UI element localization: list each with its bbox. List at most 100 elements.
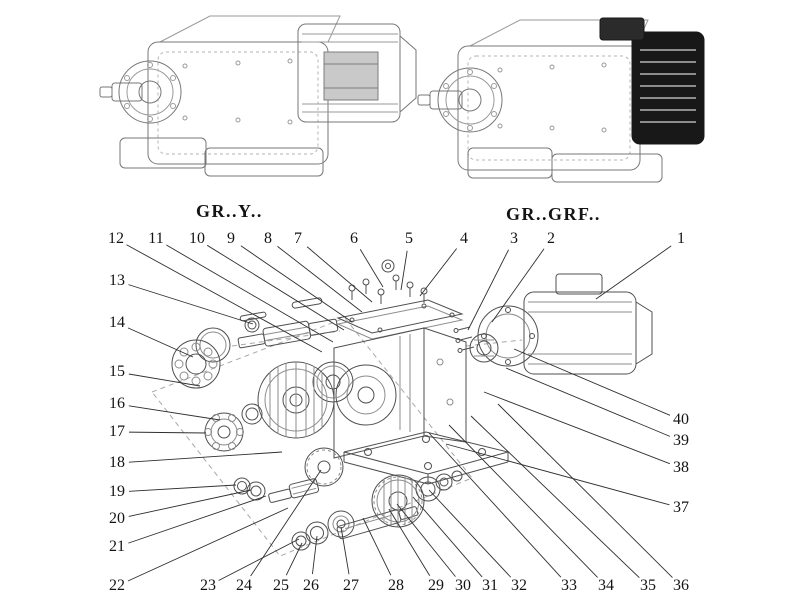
leader-line-26 <box>311 535 318 575</box>
leader-line-15 <box>128 373 201 387</box>
callout-24: 24 <box>234 577 254 594</box>
output-shaft-cluster <box>291 470 463 551</box>
leader-line-31 <box>412 496 483 578</box>
leader-line-12 <box>126 244 323 353</box>
leader-line-17 <box>128 431 207 434</box>
leader-line-3 <box>467 249 509 331</box>
callout-9: 9 <box>225 230 237 247</box>
callout-18: 18 <box>107 454 127 471</box>
leader-line-10 <box>206 244 345 331</box>
callout-21: 21 <box>107 538 127 555</box>
shim-ring <box>244 317 260 333</box>
callout-28: 28 <box>386 577 406 594</box>
callout-23: 23 <box>198 577 218 594</box>
callout-1: 1 <box>675 230 687 247</box>
leader-line-14 <box>127 327 194 358</box>
callout-11: 11 <box>146 230 166 247</box>
cover-bolts <box>348 259 428 304</box>
motor-studs <box>453 326 475 353</box>
fan-cover <box>631 31 705 145</box>
callout-15: 15 <box>107 363 127 380</box>
callout-30: 30 <box>453 577 473 594</box>
leader-line-28 <box>362 517 392 576</box>
variant-label-gr-grf: GR..GRF.. <box>506 204 601 224</box>
leader-line-22 <box>127 507 289 582</box>
callout-14: 14 <box>107 314 127 331</box>
leader-line-30 <box>396 503 456 577</box>
leader-line-8 <box>277 246 363 313</box>
callout-4: 4 <box>458 230 470 247</box>
leader-line-21 <box>128 495 267 544</box>
callout-12: 12 <box>106 230 126 247</box>
bolt-dots <box>182 58 293 125</box>
leader-line-4 <box>419 248 458 297</box>
callout-34: 34 <box>596 577 616 594</box>
cover-plate <box>336 299 464 340</box>
callout-25: 25 <box>271 577 291 594</box>
leader-line-34 <box>448 424 598 578</box>
variant-label-gr-y: GR..Y.. <box>196 201 263 221</box>
leader-line-6 <box>359 249 384 288</box>
callout-32: 32 <box>509 577 529 594</box>
leader-line-7 <box>306 246 373 303</box>
callout-8: 8 <box>262 230 274 247</box>
callout-2: 2 <box>545 230 557 247</box>
pinion-cluster <box>233 447 344 503</box>
callout-5: 5 <box>403 230 415 247</box>
callout-39: 39 <box>671 432 691 449</box>
leader-line-35 <box>470 415 640 579</box>
callout-6: 6 <box>348 230 360 247</box>
callout-35: 35 <box>638 577 658 594</box>
callout-17: 17 <box>107 423 127 440</box>
callout-31: 31 <box>480 577 500 594</box>
retaining-ring <box>195 327 231 363</box>
callout-20: 20 <box>107 510 127 527</box>
callout-27: 27 <box>341 577 361 594</box>
exploded-view-drawing <box>151 259 653 557</box>
leader-line-13 <box>128 284 254 325</box>
callout-37: 37 <box>671 499 691 516</box>
washer <box>241 403 263 425</box>
assembly-plane-dashed <box>151 317 473 557</box>
leader-line-27 <box>340 526 350 575</box>
callout-33: 33 <box>559 577 579 594</box>
leader-line-11 <box>166 244 334 343</box>
gearmotor-gr-y-drawing <box>99 15 417 177</box>
leader-line-1 <box>595 245 672 300</box>
eye-bolt <box>381 259 395 273</box>
callout-13: 13 <box>107 272 127 289</box>
leader-line-18 <box>128 451 283 463</box>
leader-line-2 <box>491 248 545 323</box>
callout-22: 22 <box>107 577 127 594</box>
callout-29: 29 <box>426 577 446 594</box>
leader-line-24 <box>250 469 322 577</box>
callout-3: 3 <box>508 230 520 247</box>
input-shaft <box>237 318 339 349</box>
leader-line-33 <box>428 432 562 578</box>
leader-line-40 <box>513 348 671 416</box>
leader-line-25 <box>285 542 303 576</box>
callout-40: 40 <box>671 411 691 428</box>
shaft-key <box>291 297 323 309</box>
terminal-box <box>599 17 645 41</box>
leader-line-19 <box>128 484 237 492</box>
leader-line-20 <box>128 489 252 517</box>
leader-line-29 <box>388 508 431 576</box>
callout-26: 26 <box>301 577 321 594</box>
helical-gear <box>257 361 335 439</box>
motor <box>523 273 653 375</box>
gearmotor-gr-grf-drawing <box>417 17 705 183</box>
motor-terminal-box <box>555 273 603 295</box>
leader-line-5 <box>400 250 408 291</box>
leader-line-23 <box>218 538 300 581</box>
leader-line-32 <box>428 489 512 578</box>
callout-16: 16 <box>107 395 127 412</box>
leader-line-39 <box>505 367 671 437</box>
callout-10: 10 <box>187 230 207 247</box>
callout-38: 38 <box>671 459 691 476</box>
leader-line-9 <box>240 245 353 323</box>
callout-7: 7 <box>292 230 304 247</box>
